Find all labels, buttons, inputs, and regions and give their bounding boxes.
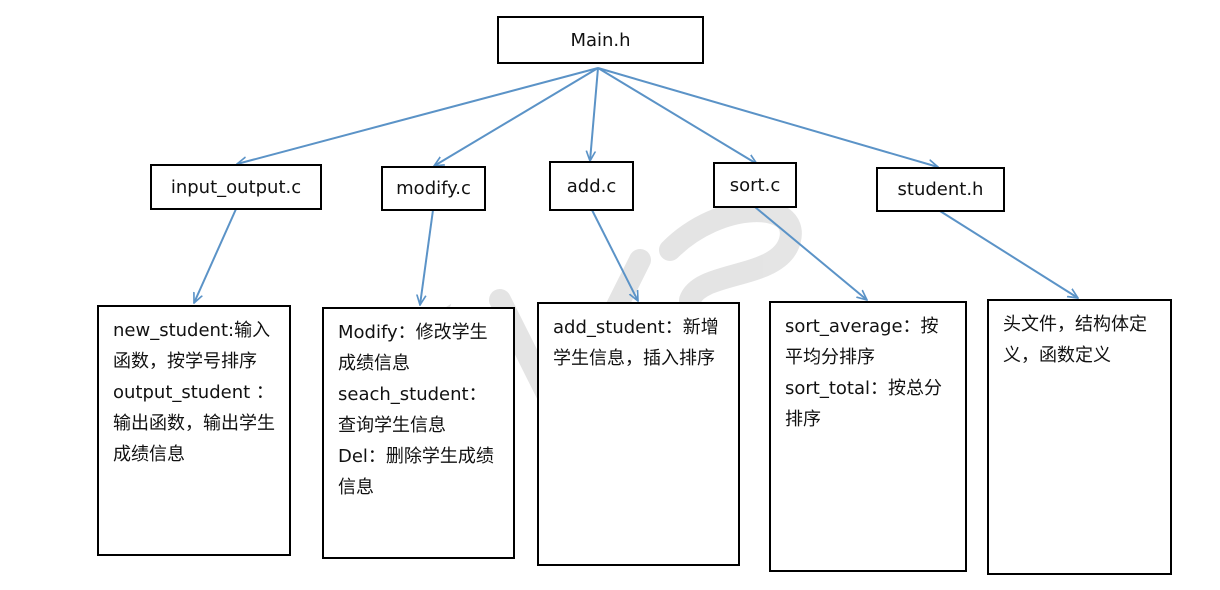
- node-main-h: Main.h: [497, 16, 704, 64]
- node-input-output: input_output.c: [150, 164, 322, 210]
- node-add-label: add.c: [566, 175, 617, 197]
- desc-modify: Modify：修改学生成绩信息 seach_student：查询学生信息 Del…: [322, 307, 515, 559]
- node-student-label: student.h: [897, 179, 984, 200]
- arrow-main-to-input-output: [237, 67, 599, 164]
- node-sort-label: sort.c: [729, 174, 781, 196]
- arrow-add-to-desc: [591, 209, 638, 301]
- node-student: student.h: [876, 167, 1005, 212]
- desc-sort-line-1: sort_average：按平均分排序: [785, 316, 939, 368]
- desc-input-output: new_student:输入函数，按学号排序 output_student ：输…: [97, 305, 291, 556]
- node-modify-label: modify.c: [396, 178, 471, 199]
- arrow-main-to-modify: [434, 67, 599, 166]
- desc-modify-line-1: Modify：修改学生成绩信息: [338, 322, 488, 374]
- desc-student-line-1: 头文件，结构体定义，函数定义: [1003, 314, 1147, 366]
- arrow-main-to-add: [590, 67, 599, 161]
- arrow-student-to-desc: [939, 210, 1078, 298]
- desc-input-output-line-1: new_student:输入函数，按学号排序: [113, 320, 271, 372]
- node-input-output-label: input_output.c: [170, 176, 302, 198]
- arrow-sort-to-desc: [754, 206, 867, 300]
- node-sort: sort.c: [713, 162, 797, 208]
- arrow-input-output-to-desc: [193, 208, 237, 303]
- desc-sort-line-2: sort_total：按总分排序: [785, 378, 943, 430]
- node-add: add.c: [549, 161, 634, 211]
- node-main-h-label: Main.h: [570, 29, 631, 51]
- arrow-main-to-sort: [597, 67, 757, 164]
- desc-add-line-1: add_student：新增学生信息，插入排序: [553, 317, 719, 369]
- desc-input-output-line-2: output_student ：输出函数，输出学生成绩信息: [113, 382, 275, 465]
- node-modify: modify.c: [381, 166, 486, 211]
- desc-sort: sort_average：按平均分排序 sort_total：按总分排序: [769, 301, 967, 572]
- arrow-modify-to-desc: [420, 209, 434, 305]
- arrow-main-to-student: [597, 67, 938, 167]
- desc-modify-line-2: seach_student：查询学生信息: [338, 384, 487, 436]
- desc-add: add_student：新增学生信息，插入排序: [537, 302, 740, 566]
- desc-modify-line-3: Del：删除学生成绩信息: [338, 446, 494, 498]
- desc-student: 头文件，结构体定义，函数定义: [987, 299, 1172, 575]
